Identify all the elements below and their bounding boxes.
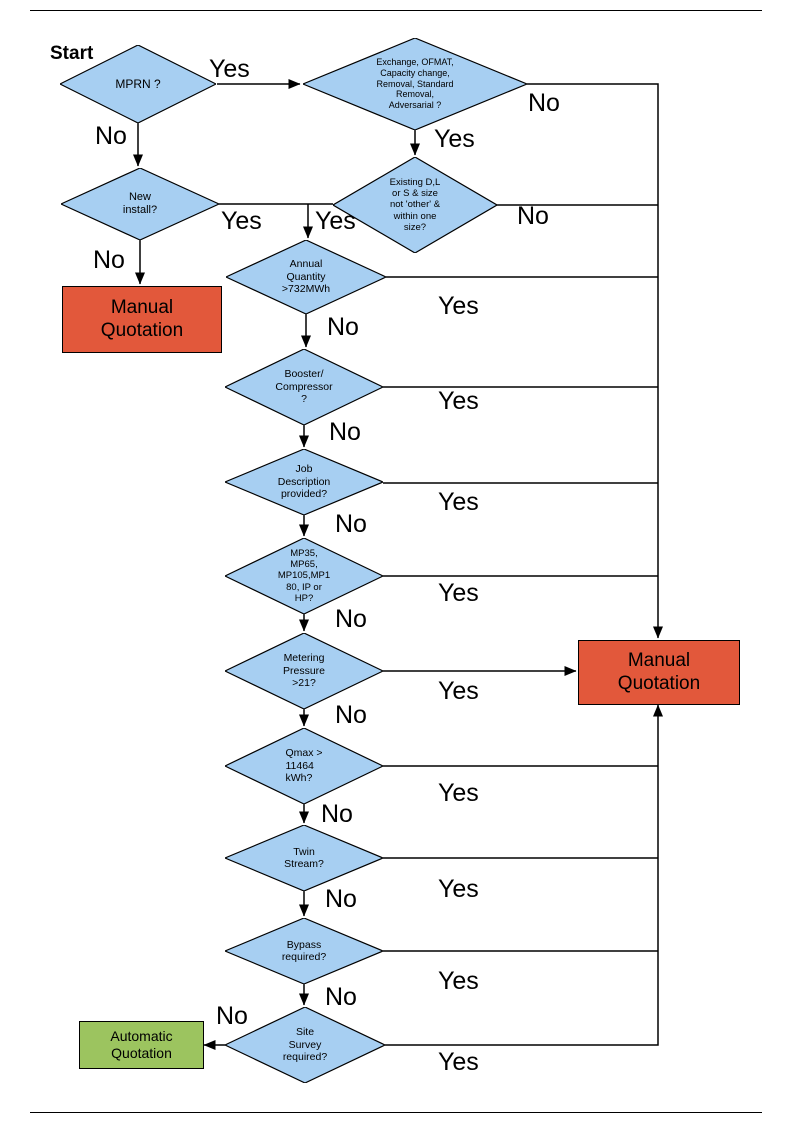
decision-job-description-label: Job Description provided? bbox=[277, 463, 331, 501]
label-annual-no: No bbox=[327, 313, 359, 341]
label-newinstall-yes: Yes bbox=[221, 207, 262, 235]
label-job-no: No bbox=[335, 510, 367, 538]
page-border-bottom bbox=[30, 1112, 762, 1113]
edge-exchange-no-collector bbox=[527, 83, 663, 639]
automatic-quotation-box: Automatic Quotation bbox=[79, 1021, 204, 1069]
label-booster-yes: Yes bbox=[438, 387, 479, 415]
decision-metering-pressure-label: Metering Pressure >21? bbox=[282, 652, 325, 690]
label-metering-yes: Yes bbox=[438, 677, 479, 705]
decision-exchange-label: Exchange, OFMAT, Capacity change, Remova… bbox=[376, 57, 454, 110]
decision-booster-compressor: Booster/ Compressor ? bbox=[225, 349, 383, 425]
decision-annual-quantity-label: Annual Quantity >732MWh bbox=[281, 258, 331, 296]
edge-site-yes-collector bbox=[385, 704, 663, 1046]
decision-new-install: New install? bbox=[61, 168, 219, 240]
label-booster-no: No bbox=[329, 418, 361, 446]
manual-quotation-left-label: Manual Quotation bbox=[100, 297, 184, 341]
label-bypass-yes: Yes bbox=[438, 967, 479, 995]
decision-qmax-label: Qmax > 11464 kWh? bbox=[285, 747, 323, 785]
label-site-yes: Yes bbox=[438, 1048, 479, 1076]
decision-mprn: MPRN ? bbox=[60, 45, 216, 123]
label-existing-yes: Yes bbox=[315, 207, 356, 235]
decision-exchange: Exchange, OFMAT, Capacity change, Remova… bbox=[303, 38, 527, 130]
label-twin-no: No bbox=[325, 885, 357, 913]
label-exchange-yes: Yes bbox=[434, 125, 475, 153]
label-mp-yes: Yes bbox=[438, 579, 479, 607]
decision-bypass: Bypass required? bbox=[225, 918, 383, 984]
decision-site-survey-label: Site Survey required? bbox=[282, 1026, 328, 1064]
label-existing-no: No bbox=[517, 202, 549, 230]
label-newinstall-no: No bbox=[93, 246, 125, 274]
label-site-no: No bbox=[216, 1002, 248, 1030]
decision-twin-stream-label: Twin Stream? bbox=[284, 845, 324, 870]
decision-new-install-label: New install? bbox=[122, 191, 158, 216]
label-job-yes: Yes bbox=[438, 488, 479, 516]
decision-site-survey: Site Survey required? bbox=[225, 1007, 385, 1083]
label-mp-no: No bbox=[335, 605, 367, 633]
label-mprn-no: No bbox=[95, 122, 127, 150]
manual-quotation-box-right: Manual Quotation bbox=[578, 640, 740, 705]
decision-qmax: Qmax > 11464 kWh? bbox=[225, 728, 383, 804]
label-twin-yes: Yes bbox=[438, 875, 479, 903]
label-annual-yes: Yes bbox=[438, 292, 479, 320]
decision-pressure-tier-label: MP35, MP65, MP105,MP1 80, IP or HP? bbox=[277, 547, 331, 604]
decision-job-description: Job Description provided? bbox=[225, 449, 383, 515]
start-label: Start bbox=[50, 43, 94, 64]
decision-mprn-label: MPRN ? bbox=[115, 76, 161, 91]
label-qmax-yes: Yes bbox=[438, 779, 479, 807]
decision-bypass-label: Bypass required? bbox=[281, 938, 327, 963]
label-bypass-no: No bbox=[325, 983, 357, 1011]
label-metering-no: No bbox=[335, 701, 367, 729]
automatic-quotation-label: Automatic Quotation bbox=[110, 1028, 173, 1061]
decision-annual-quantity: Annual Quantity >732MWh bbox=[226, 240, 386, 314]
decision-existing-size-label: Existing D,L or S & size not 'other' & w… bbox=[389, 176, 441, 233]
manual-quotation-box-left: Manual Quotation bbox=[62, 286, 222, 353]
label-mprn-yes: Yes bbox=[209, 55, 250, 83]
decision-existing-size: Existing D,L or S & size not 'other' & w… bbox=[333, 157, 497, 253]
decision-booster-compressor-label: Booster/ Compressor ? bbox=[275, 368, 333, 406]
decision-pressure-tier: MP35, MP65, MP105,MP1 80, IP or HP? bbox=[225, 538, 383, 614]
label-exchange-no: No bbox=[528, 89, 560, 117]
decision-metering-pressure: Metering Pressure >21? bbox=[225, 633, 383, 709]
page-border-top bbox=[30, 10, 762, 11]
manual-quotation-right-label: Manual Quotation bbox=[617, 650, 701, 694]
label-qmax-no: No bbox=[321, 800, 353, 828]
decision-twin-stream: Twin Stream? bbox=[225, 825, 383, 891]
